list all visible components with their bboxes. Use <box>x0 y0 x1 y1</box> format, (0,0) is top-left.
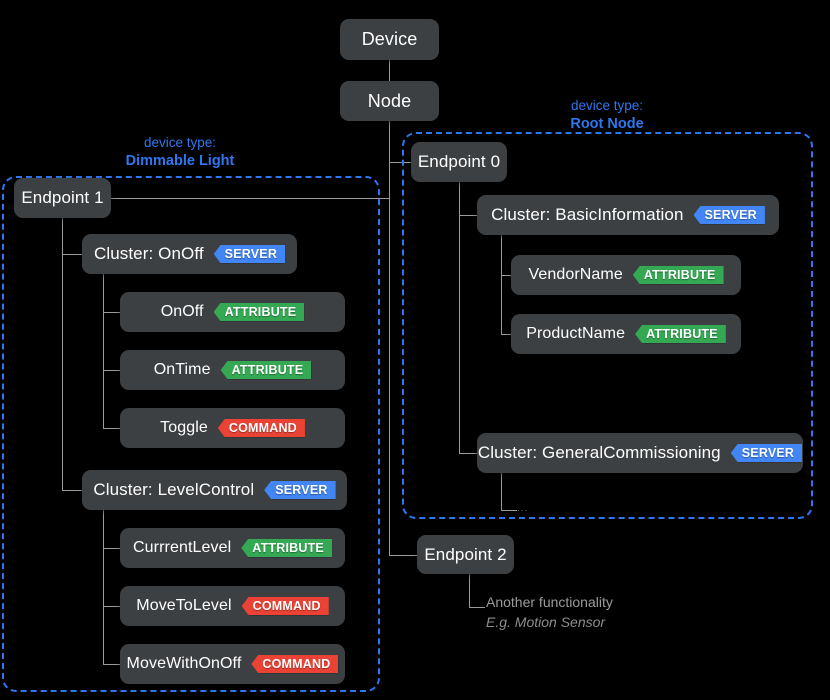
group-label-line1: device type: <box>570 98 644 113</box>
node-endpoint-2[interactable]: Endpoint 2 <box>417 535 514 574</box>
node-device[interactable]: Device <box>340 19 439 60</box>
node-cluster-basicinformation[interactable]: Cluster: BasicInformation SERVER <box>477 195 779 235</box>
badge-attribute: ATTRIBUTE <box>220 360 312 380</box>
movewithonoff-command-label: MoveWithOnOff <box>126 655 242 672</box>
cluster-onoff-label: Cluster: OnOff <box>93 244 204 263</box>
badge-attribute: ATTRIBUTE <box>213 302 305 322</box>
connector-endpoint2-children <box>469 573 470 607</box>
badge-server: SERVER <box>264 480 336 500</box>
connector-trunk-endpoint1 <box>111 198 390 199</box>
connector-endpoint1-children <box>62 217 63 490</box>
connector-toggle-cmd <box>103 428 120 429</box>
connector-generalcommissioning-children <box>501 471 502 510</box>
connector-node-trunk <box>389 121 390 556</box>
connector-generalcommissioning-more <box>501 510 517 511</box>
group-label-dimmable-light: device type: Dimmable Light <box>85 134 275 170</box>
badge-attribute: ATTRIBUTE <box>241 538 332 558</box>
onoff-attribute-label: OnOff <box>160 303 204 320</box>
connector-vendorname-attr <box>501 275 517 276</box>
node-movetolevel-command[interactable]: MoveToLevel COMMAND <box>120 586 345 626</box>
endpoint2-annotation: Another functionality E.g. Motion Sensor <box>486 592 766 632</box>
endpoint2-annotation-line1: Another functionality <box>486 594 613 610</box>
connector-endpoint1-onoff <box>62 254 82 255</box>
productname-attribute-label: ProductName <box>526 325 626 342</box>
node-onoff-attribute[interactable]: OnOff ATTRIBUTE <box>120 292 345 332</box>
node-ontime-attribute[interactable]: OnTime ATTRIBUTE <box>120 350 345 390</box>
connector-productname-attr <box>501 334 517 335</box>
connector-onoff-attr <box>103 312 120 313</box>
badge-command: COMMAND <box>251 654 339 674</box>
node-endpoint-0[interactable]: Endpoint 0 <box>411 142 507 182</box>
node-toggle-command[interactable]: Toggle COMMAND <box>120 408 345 448</box>
node-currrentlevel-attribute[interactable]: CurrrentLevel ATTRIBUTE <box>120 528 345 568</box>
connector-endpoint0-generalcommissioning <box>459 453 477 454</box>
node-endpoint-1[interactable]: Endpoint 1 <box>14 178 111 218</box>
node-movewithonoff-command[interactable]: MoveWithOnOff COMMAND <box>120 644 345 684</box>
connector-currrentlevel-attr <box>103 548 120 549</box>
node-cluster-levelcontrol[interactable]: Cluster: LevelControl SERVER <box>82 470 347 510</box>
connector-endpoint1-levelcontrol <box>62 490 82 491</box>
connector-ontime-attr <box>103 370 120 371</box>
movetolevel-command-label: MoveToLevel <box>136 597 232 614</box>
cluster-levelcontrol-label: Cluster: LevelControl <box>93 480 255 499</box>
connector-movewithonoff-cmd <box>103 664 120 665</box>
endpoint-2-label: Endpoint 2 <box>424 544 507 564</box>
ontime-attribute-label: OnTime <box>153 361 211 378</box>
connector-levelcontrol-children <box>103 508 104 664</box>
connector-movetolevel-cmd <box>103 606 120 607</box>
group-label-line2: Root Node <box>570 116 644 132</box>
connector-trunk-endpoint0 <box>389 162 411 163</box>
node-cluster-generalcommissioning[interactable]: Cluster: GeneralCommissioning SERVER <box>477 433 803 473</box>
badge-attribute: ATTRIBUTE <box>632 265 724 285</box>
node-device-label: Device <box>361 29 418 49</box>
cluster-basicinformation-label: Cluster: BasicInformation <box>491 205 684 224</box>
connector-endpoint0-basicinformation <box>459 215 477 216</box>
endpoint2-annotation-line2: E.g. Motion Sensor <box>486 614 606 630</box>
badge-command: COMMAND <box>217 418 305 438</box>
connector-endpoint0-children <box>459 182 460 454</box>
cluster-generalcommissioning-label: Cluster: GeneralCommissioning <box>477 443 721 462</box>
toggle-command-label: Toggle <box>160 419 208 436</box>
group-label-root-node: device type: Root Node <box>512 97 702 133</box>
connector-endpoint2-annotation <box>469 607 485 608</box>
badge-server: SERVER <box>730 443 803 463</box>
badge-attribute: ATTRIBUTE <box>635 324 726 344</box>
endpoint-0-label: Endpoint 0 <box>417 152 501 171</box>
node-productname-attribute[interactable]: ProductName ATTRIBUTE <box>511 314 741 354</box>
badge-server: SERVER <box>213 244 286 264</box>
endpoint-1-label: Endpoint 1 <box>21 188 104 207</box>
connector-device-node <box>389 60 390 81</box>
currrentlevel-attribute-label: CurrrentLevel <box>133 539 232 556</box>
node-vendorname-attribute[interactable]: VendorName ATTRIBUTE <box>511 255 741 295</box>
node-node[interactable]: Node <box>340 81 439 121</box>
node-cluster-onoff[interactable]: Cluster: OnOff SERVER <box>82 234 297 274</box>
vendorname-attribute-label: VendorName <box>528 266 623 283</box>
node-node-label: Node <box>367 90 412 111</box>
badge-command: COMMAND <box>241 596 329 616</box>
badge-server: SERVER <box>693 205 765 225</box>
connector-basicinformation-children <box>501 233 502 334</box>
group-label-line2: Dimmable Light <box>125 153 235 169</box>
connector-trunk-endpoint2 <box>389 555 417 556</box>
connector-onoff-children <box>103 272 104 428</box>
generalcommissioning-more-ellipsis: ... <box>517 503 529 514</box>
group-label-line1: device type: <box>143 135 217 150</box>
